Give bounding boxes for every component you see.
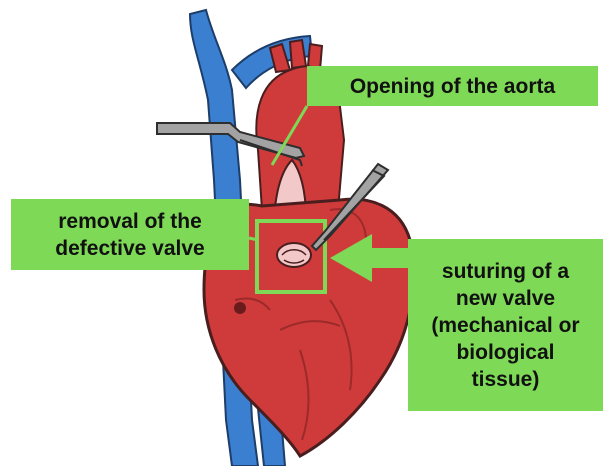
removal-pointer-line xyxy=(249,238,258,240)
label-suture-line-1: suturing of a xyxy=(442,258,569,285)
label-valve-removal-line-1: removal of the xyxy=(58,208,202,235)
label-new-valve-suture: suturing of a new valve (mechanical or b… xyxy=(408,239,603,411)
vessel-dot xyxy=(234,302,246,314)
label-suture-line-5: tissue) xyxy=(472,366,540,393)
label-suture-line-3: (mechanical or xyxy=(431,312,579,339)
label-suture-line-4: biological xyxy=(456,339,554,366)
label-aorta-opening-text: Opening of the aorta xyxy=(350,73,555,100)
label-valve-removal-line-2: defective valve xyxy=(55,235,204,262)
label-valve-removal: removal of the defective valve xyxy=(11,199,249,270)
label-aorta-opening: Opening of the aorta xyxy=(307,66,598,106)
label-suture-line-2: new valve xyxy=(456,285,555,312)
